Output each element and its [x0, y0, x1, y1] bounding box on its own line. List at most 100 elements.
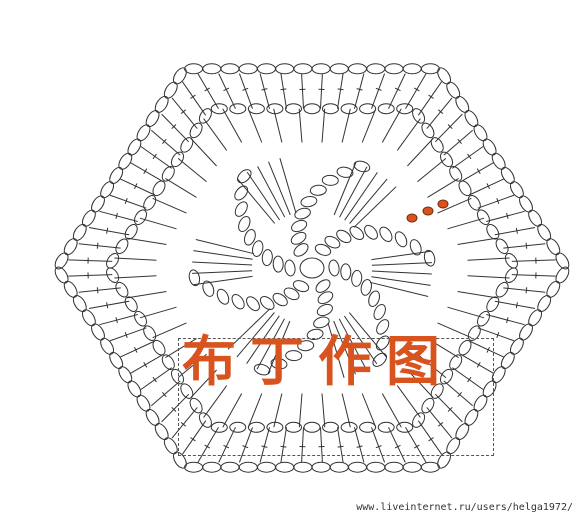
- treble-stitch: [256, 318, 285, 370]
- treble-stitch: [338, 318, 367, 370]
- chain-stitch: [202, 461, 222, 473]
- double-crochet-stitch: [388, 73, 406, 109]
- double-crochet-crossbar: [280, 88, 287, 91]
- chain-stitch: [270, 358, 288, 370]
- chain-stitch: [133, 310, 148, 327]
- double-crochet-crossbar: [413, 444, 420, 449]
- double-crochet-crossbar: [467, 376, 472, 383]
- chain-stitch: [216, 288, 230, 305]
- treble-stitch: [361, 393, 377, 428]
- double-crochet-crossbar: [261, 88, 268, 91]
- chain-stitch: [366, 63, 386, 75]
- chain-stitch: [324, 235, 341, 249]
- double-crochet-stitch: [68, 274, 113, 277]
- chain-stitch: [546, 238, 561, 256]
- chain-stitch: [81, 209, 96, 227]
- chain-stitch: [402, 461, 422, 473]
- chain-stitch: [373, 303, 386, 321]
- double-crochet-stitch: [354, 73, 365, 109]
- double-crochet-crossbar: [223, 444, 230, 449]
- double-crochet-stitch: [371, 73, 386, 109]
- double-crochet-stitch: [280, 427, 287, 463]
- double-crochet-crossbar: [106, 302, 109, 309]
- double-crochet-stitch: [140, 367, 173, 390]
- chain-stitch: [420, 63, 440, 75]
- treble-stitch: [353, 186, 397, 228]
- chain-stitch: [311, 63, 331, 75]
- double-crochet-stitch: [238, 73, 253, 109]
- double-crochet-stitch: [426, 407, 453, 439]
- chain-stitch: [284, 259, 296, 277]
- chain-stitch: [421, 397, 435, 414]
- chain-stitch: [555, 252, 570, 270]
- double-crochet-stitch: [460, 353, 494, 374]
- chain-stitch: [247, 103, 265, 115]
- double-crochet-stitch: [477, 194, 515, 209]
- double-crochet-crossbar: [506, 212, 509, 219]
- chain-stitch: [293, 461, 313, 473]
- chain-stitch: [375, 335, 390, 351]
- double-crochet-crossbar: [134, 183, 138, 190]
- magic-ring: [299, 257, 325, 279]
- double-crochet-crossbar: [115, 317, 118, 324]
- chain-stitch: [253, 363, 271, 376]
- treble-stitch: [203, 385, 228, 418]
- chain-stitch: [257, 461, 276, 473]
- double-crochet-crossbar: [124, 332, 128, 338]
- chain-stitch: [72, 223, 87, 241]
- chain-stitch: [106, 253, 120, 269]
- treble-stitch: [343, 315, 378, 365]
- double-crochet-stitch: [109, 327, 147, 342]
- chain-stitch: [464, 110, 479, 128]
- chain-stitch: [437, 67, 452, 85]
- double-crochet-stitch: [99, 210, 138, 222]
- treble-stitch: [279, 158, 297, 214]
- treble-stitch: [333, 320, 356, 375]
- chain-stitch: [500, 351, 515, 370]
- chain-stitch: [467, 325, 481, 341]
- chain-stitch: [170, 151, 185, 168]
- chain-stitch: [143, 325, 157, 341]
- inner-chain-round: [106, 103, 518, 433]
- chain-stitch: [486, 296, 500, 312]
- double-crochet-stitch: [337, 73, 344, 109]
- chain-stitch: [486, 224, 500, 240]
- double-crochet-crossbar: [280, 445, 287, 448]
- chain-stitch: [509, 181, 524, 199]
- double-crochet-crossbar: [223, 87, 230, 92]
- watermark-dashed-frame: [178, 338, 494, 456]
- chain-stitch: [528, 209, 543, 227]
- double-crochet-stitch: [405, 73, 427, 109]
- double-crochet-crossbar: [356, 88, 363, 91]
- chain-stitch: [396, 103, 414, 115]
- chain-stitch: [322, 103, 339, 115]
- treble-stitch: [371, 276, 431, 286]
- chain-stitch: [446, 437, 461, 455]
- double-crochet-stitch: [320, 427, 323, 463]
- chain-stitch: [161, 354, 175, 370]
- treble-stitch: [237, 178, 276, 224]
- chain-stitch: [384, 461, 404, 473]
- chain-stitch: [349, 225, 365, 241]
- double-crochet-stitch: [78, 287, 121, 293]
- double-crochet-crossbar: [162, 391, 167, 398]
- treble-stitch: [152, 322, 187, 339]
- chain-stitch: [152, 339, 166, 356]
- chain-stitch: [473, 394, 488, 412]
- treble-stitch: [467, 257, 510, 261]
- double-crochet-crossbar: [506, 317, 509, 324]
- double-crochet-stitch: [443, 380, 474, 407]
- chain-stitch: [364, 224, 378, 240]
- double-crochet-stitch: [88, 227, 130, 236]
- double-crochet-stitch: [371, 427, 386, 463]
- chain-stitch: [72, 295, 87, 313]
- double-crochet-stitch: [130, 162, 164, 183]
- chain-stitch: [238, 215, 251, 233]
- treble-stitch: [333, 161, 357, 216]
- chain-stitch: [91, 323, 105, 341]
- chain-stitch: [152, 180, 166, 197]
- chain-stitch: [234, 185, 249, 201]
- chain-stitch: [311, 461, 331, 473]
- chain-stitch: [283, 287, 300, 301]
- treble-stitch: [417, 353, 447, 378]
